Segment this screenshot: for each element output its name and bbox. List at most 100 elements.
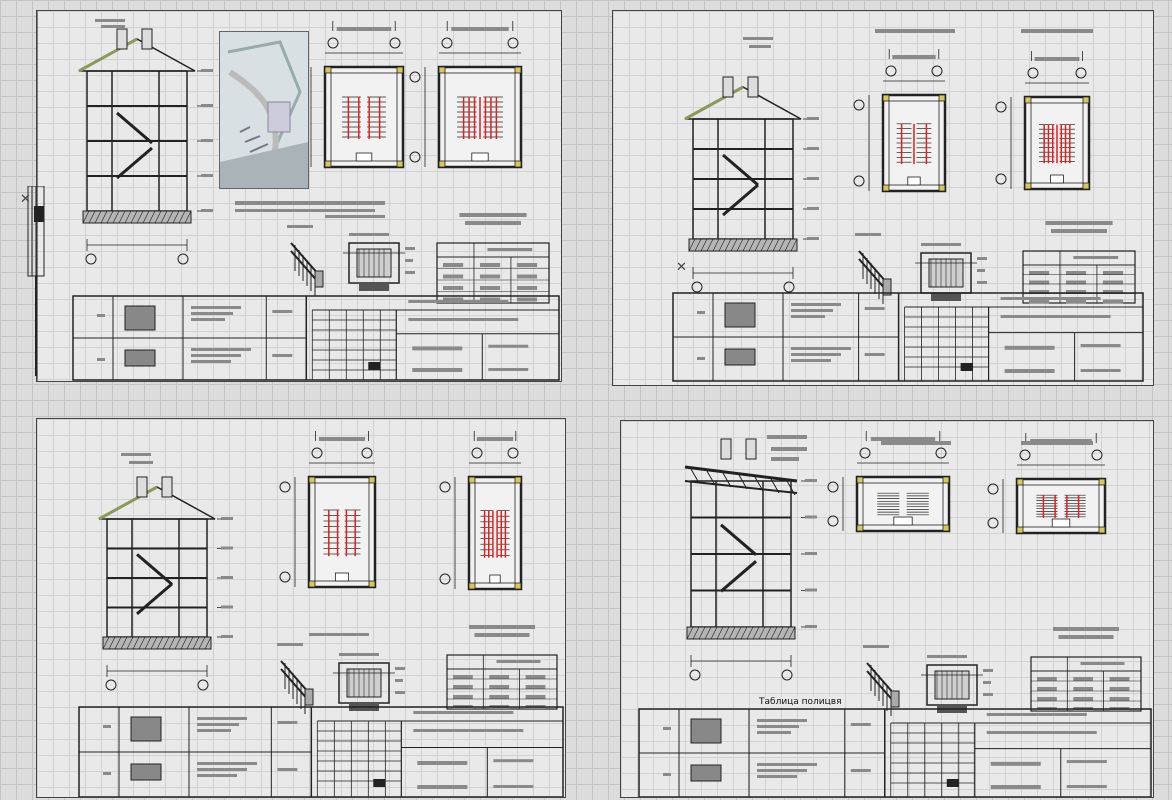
text-placeholder [489, 675, 510, 679]
text-placeholder [1029, 299, 1050, 304]
drawing-content [672, 29, 1144, 382]
drawing-line [130, 210, 138, 224]
text-placeholder [489, 685, 510, 689]
drawing-line [758, 626, 766, 640]
text-placeholder [395, 679, 403, 682]
drawing-sheet-2[interactable] [612, 10, 1154, 386]
text-placeholder [983, 681, 991, 684]
chimney [141, 28, 153, 50]
drawing-line [166, 210, 174, 224]
text-placeholder [453, 675, 473, 679]
text-placeholder [771, 447, 807, 451]
text-placeholder [697, 357, 705, 360]
axis-marker [995, 101, 1007, 113]
drawing-line [698, 626, 706, 640]
drawing-line [700, 238, 708, 252]
drawing-line [82, 210, 90, 224]
text-placeholder [201, 174, 213, 177]
drawing-sheet-3[interactable] [36, 418, 566, 798]
drawing-line [710, 626, 718, 640]
text-placeholder [339, 653, 379, 656]
text-placeholder [197, 717, 247, 720]
drawing-line [684, 465, 798, 483]
drawing-line [746, 626, 754, 640]
axis-marker [441, 37, 453, 49]
text-placeholder [474, 633, 530, 637]
axis-marker [1019, 449, 1031, 461]
column [1016, 526, 1024, 534]
drawing-line [290, 242, 320, 276]
drawing-line [204, 636, 212, 650]
text-placeholder [1004, 345, 1055, 350]
railing-detail [287, 225, 324, 296]
stair-flight [722, 183, 759, 217]
text-placeholder [875, 29, 955, 33]
text-placeholder [417, 761, 468, 765]
text-placeholder [487, 248, 533, 251]
drawing-sheet-1[interactable] [36, 10, 562, 382]
text-placeholder [1102, 299, 1124, 304]
text-placeholder [235, 209, 375, 212]
legend-swatch [724, 348, 756, 366]
drawing-line [98, 485, 158, 521]
text-placeholder [807, 207, 819, 210]
column [514, 66, 522, 74]
axis-marker [177, 253, 189, 265]
text-placeholder [197, 774, 237, 777]
text-placeholder [697, 311, 705, 314]
text-placeholder [805, 552, 817, 555]
drawing-line [78, 37, 138, 73]
legend-swatch [124, 305, 156, 331]
text-placeholder [496, 660, 541, 663]
post [882, 278, 892, 296]
drawing-line [692, 626, 700, 640]
section-drawing [78, 28, 213, 265]
text-placeholder [412, 346, 463, 351]
door [907, 176, 921, 186]
close-x-icon[interactable]: ✕ [676, 260, 687, 275]
column [324, 66, 332, 74]
legend-swatch [130, 716, 162, 742]
drawing-line [120, 636, 128, 650]
railing-detail [855, 233, 892, 304]
axis-marker [987, 483, 999, 495]
axis-marker [859, 447, 871, 459]
text-placeholder [101, 25, 125, 28]
drawing-line [192, 636, 200, 650]
text-placeholder [1029, 290, 1050, 294]
text-placeholder [516, 297, 538, 302]
text-placeholder [870, 437, 936, 441]
column [1024, 182, 1032, 190]
drawing-line [168, 636, 176, 650]
drawing-sheet-4[interactable]: Таблица полицвя [620, 420, 1154, 798]
text-placeholder [1037, 677, 1057, 681]
column [514, 476, 522, 484]
text-placeholder [807, 147, 819, 150]
door [1050, 174, 1064, 184]
chimney [745, 438, 757, 460]
drawing-line [736, 238, 744, 252]
floor-plan [279, 431, 377, 589]
text-placeholder [465, 221, 521, 225]
node-detail [333, 653, 405, 711]
text-placeholder [757, 775, 797, 778]
floor-plan [853, 49, 947, 193]
drawing-line [866, 670, 896, 704]
foundation [102, 636, 212, 650]
drawing-line [754, 476, 764, 492]
floor-plan [987, 433, 1107, 535]
drawing-line [172, 210, 180, 224]
close-x-icon[interactable]: ✕ [20, 192, 31, 207]
text-placeholder [757, 719, 807, 722]
photo-stair-lift [219, 31, 309, 189]
foundation [688, 238, 798, 252]
spec-table [1022, 221, 1136, 304]
drawing-line [706, 470, 716, 486]
roof [78, 38, 196, 72]
column [882, 184, 890, 192]
drawing-line [752, 626, 760, 640]
text-placeholder [1034, 57, 1080, 61]
drawing-line [684, 480, 798, 494]
text-placeholder [516, 274, 538, 279]
drawing-line [790, 238, 798, 252]
